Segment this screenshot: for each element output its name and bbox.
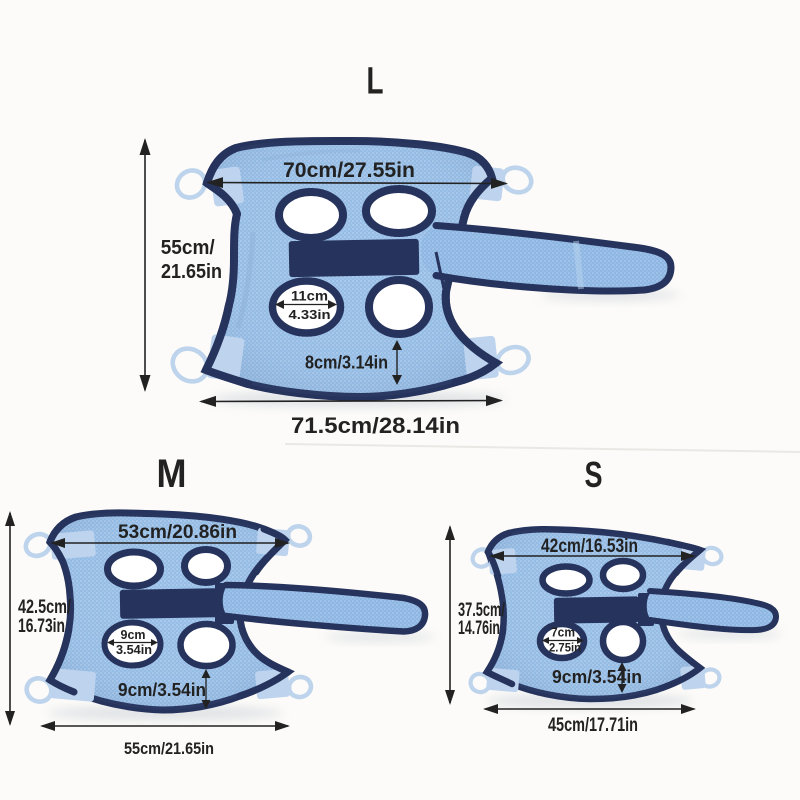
svg-text:53cm/20.86in: 53cm/20.86in xyxy=(118,522,237,543)
svg-text:14.76in: 14.76in xyxy=(458,618,500,639)
svg-text:4.33in: 4.33in xyxy=(289,307,331,322)
svg-text:7cm: 7cm xyxy=(551,626,575,640)
svg-text:8cm/3.14in: 8cm/3.14in xyxy=(305,353,388,373)
svg-text:2.75in: 2.75in xyxy=(549,643,581,655)
svg-text:55cm/: 55cm/ xyxy=(161,237,215,259)
svg-text:9cm/3.54in: 9cm/3.54in xyxy=(118,680,206,700)
svg-text:42.5cm/: 42.5cm/ xyxy=(18,597,72,618)
svg-text:M: M xyxy=(157,452,187,496)
svg-text:11cm: 11cm xyxy=(291,289,328,304)
svg-text:L: L xyxy=(367,61,384,103)
svg-text:9cm: 9cm xyxy=(121,627,146,642)
svg-text:37.5cm/: 37.5cm/ xyxy=(458,600,505,621)
svg-text:21.65in: 21.65in xyxy=(161,261,222,283)
svg-text:9cm/3.54in: 9cm/3.54in xyxy=(552,667,642,687)
svg-text:71.5cm/28.14in: 71.5cm/28.14in xyxy=(291,413,460,438)
svg-text:45cm/17.71in: 45cm/17.71in xyxy=(548,715,638,736)
svg-text:S: S xyxy=(585,454,603,495)
svg-text:16.73in: 16.73in xyxy=(18,616,65,637)
svg-text:3.54in: 3.54in xyxy=(116,643,152,657)
svg-text:55cm/21.65in: 55cm/21.65in xyxy=(124,739,214,758)
svg-text:42cm/16.53in: 42cm/16.53in xyxy=(541,536,638,557)
svg-text:70cm/27.55in: 70cm/27.55in xyxy=(283,159,415,182)
